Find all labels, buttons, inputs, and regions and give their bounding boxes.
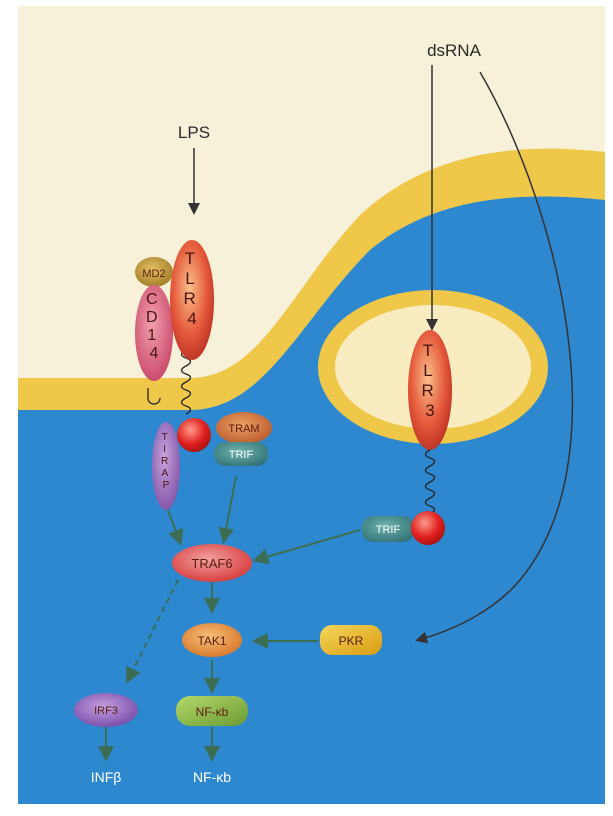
irf3-label: IRF3 (94, 705, 118, 717)
trif-left-label: TRIF (229, 449, 254, 461)
lps-label: LPS (178, 123, 210, 142)
tlr3-tir-domain (411, 511, 445, 545)
traf6-label: TRAF6 (191, 556, 232, 571)
md2-label: MD2 (142, 268, 165, 280)
tak1-label: TAK1 (197, 634, 226, 648)
nfkb-node-label: NF-κb (196, 705, 229, 719)
dsrna-label: dsRNA (427, 41, 482, 60)
tlr4-tir-domain (177, 418, 211, 452)
trif-right-label: TRIF (376, 524, 401, 536)
infb-output-label: INFβ (91, 769, 122, 785)
nfkb-output-label: NF-κb (193, 769, 231, 785)
tram-label: TRAM (228, 423, 259, 435)
pkr-label: PKR (339, 634, 364, 648)
